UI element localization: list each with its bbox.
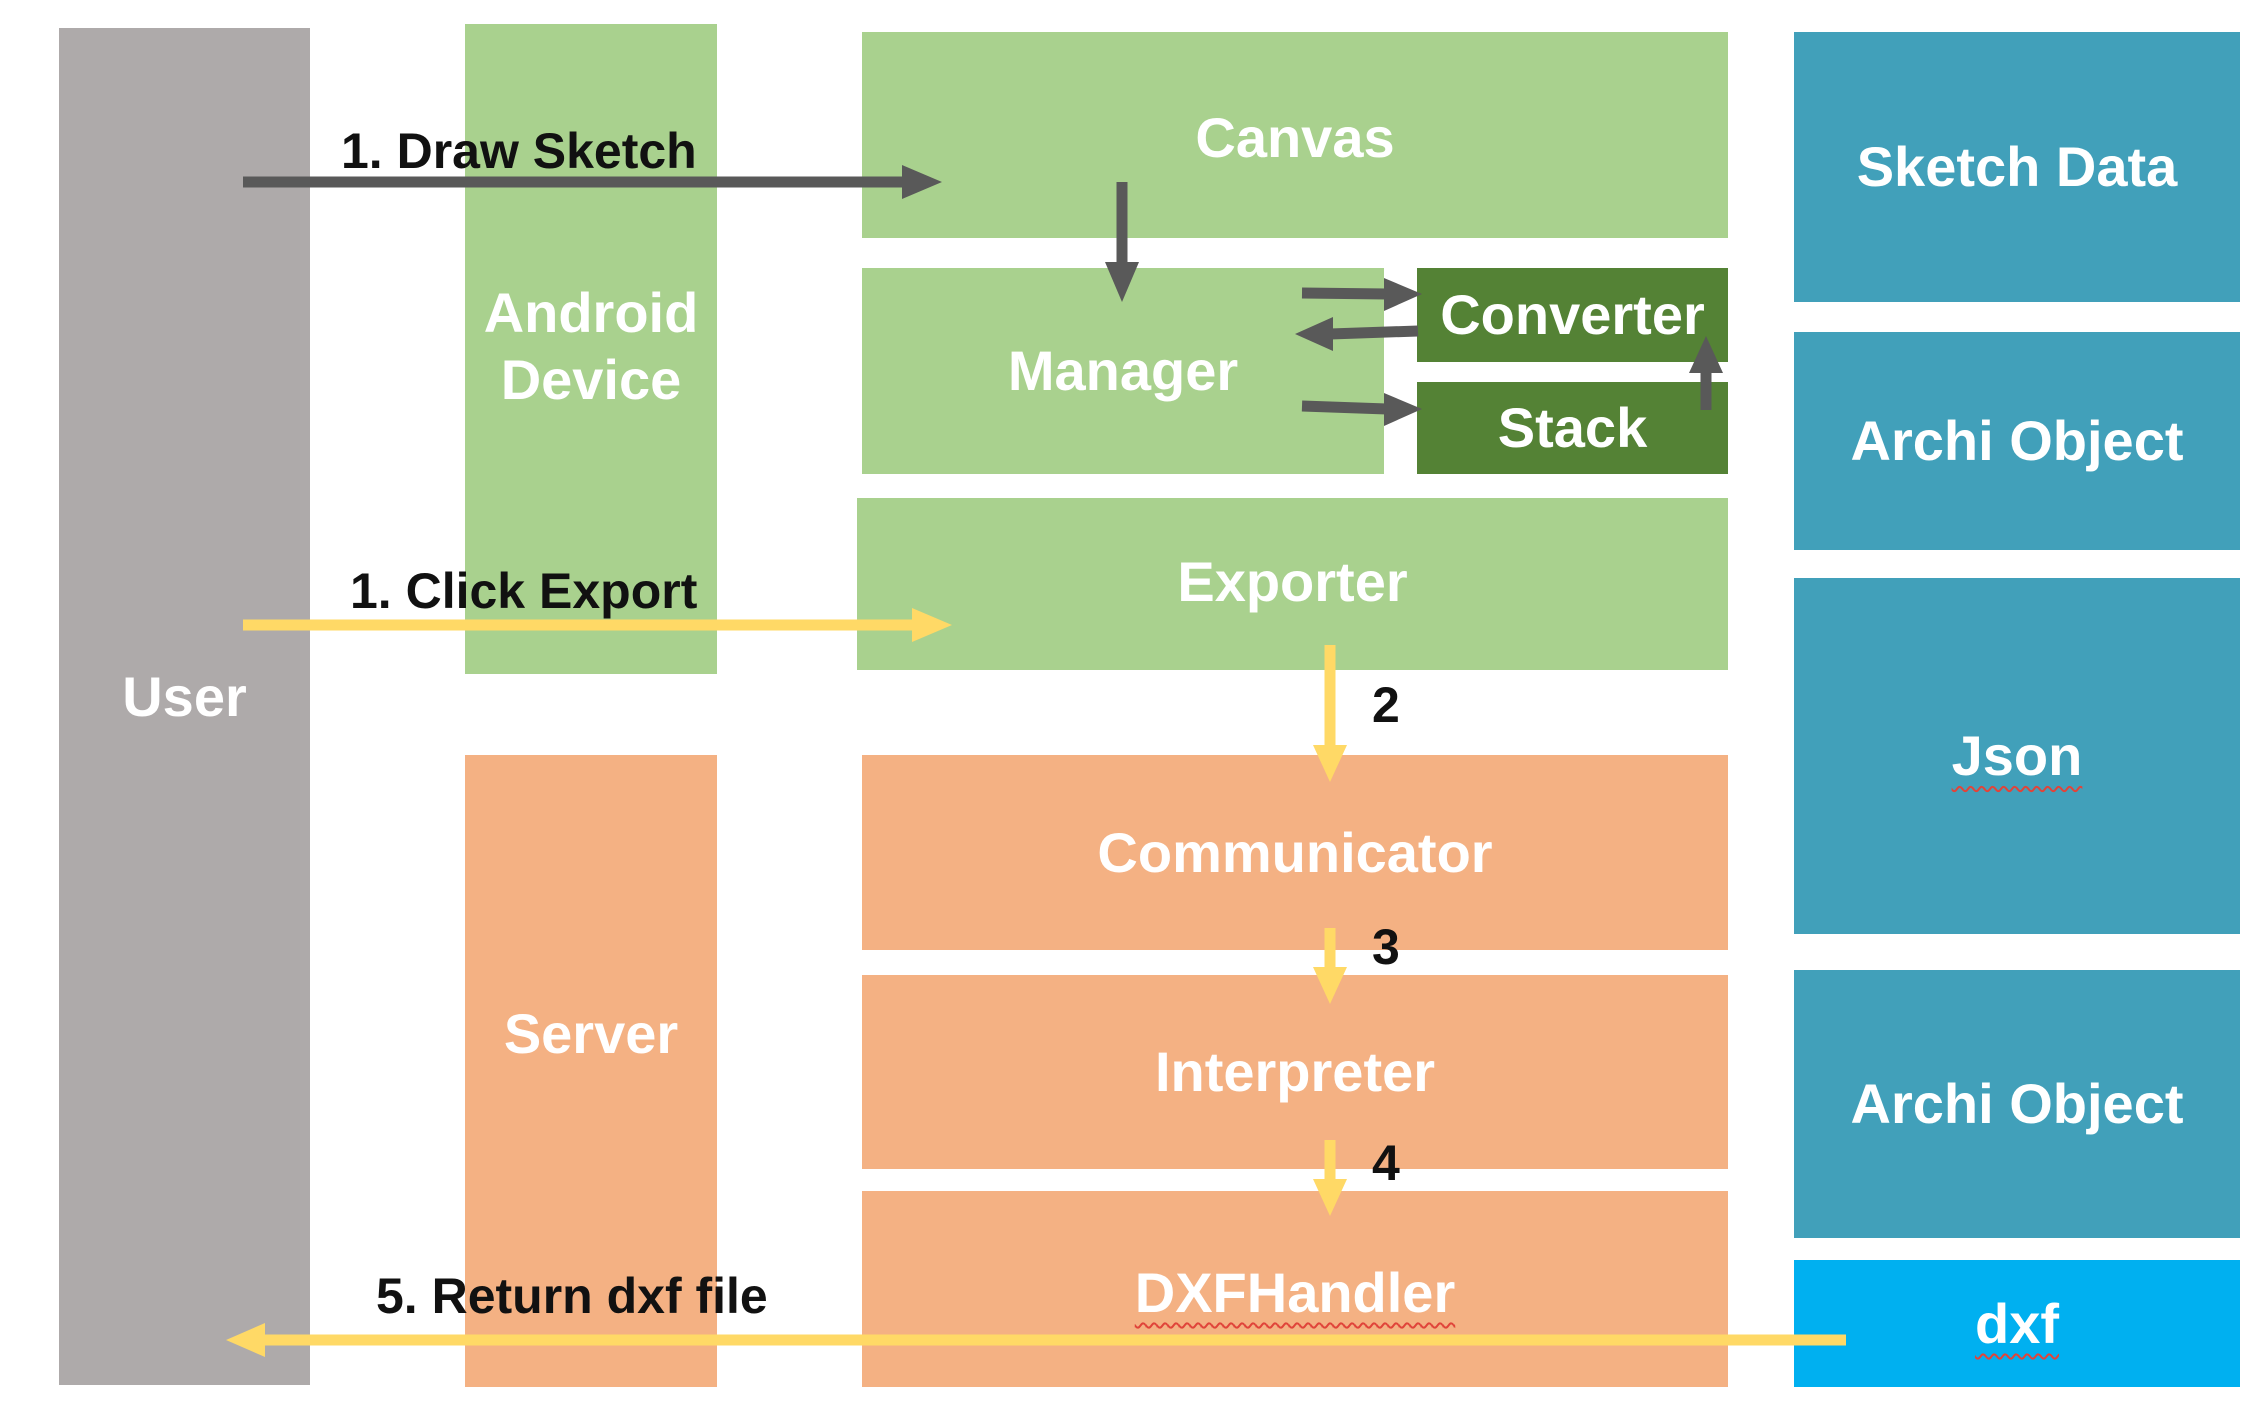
user-lane-label: User xyxy=(122,664,247,728)
archi-object-label-2: Archi Object xyxy=(1850,1072,2184,1136)
arrow-canvas-to-manager xyxy=(1105,182,1139,302)
arrow-converter-to-manager xyxy=(1295,317,1419,351)
arrow-click-export xyxy=(243,608,952,642)
arrow-interpreter-to-dxfhandler xyxy=(1313,1140,1347,1216)
server-lane: Server xyxy=(465,755,717,1387)
arrow-manager-to-stack xyxy=(1301,393,1422,426)
arrow-return-dxf xyxy=(226,1323,1846,1357)
android-device-lane: Android Device xyxy=(465,24,717,674)
archi-object-label-1: Archi Object xyxy=(1850,409,2184,473)
dxf-box: dxf xyxy=(1794,1260,2240,1387)
return-dxf-label: 5. Return dxf file xyxy=(376,1268,768,1324)
step-2-label: 2 xyxy=(1372,677,1400,733)
android-device-label: Android Device xyxy=(483,281,699,412)
sketch-data-box: Sketch Data xyxy=(1794,32,2240,302)
step-3-label: 3 xyxy=(1372,919,1400,975)
archi-object-box-2: Archi Object xyxy=(1794,970,2240,1238)
arrow-exporter-to-communicator xyxy=(1313,645,1347,782)
arrow-draw-sketch xyxy=(243,165,942,199)
archi-object-box-1: Archi Object xyxy=(1794,332,2240,550)
dxf-label: dxf xyxy=(1975,1291,2059,1355)
communicator-box: Communicator xyxy=(862,755,1728,950)
json-label: Json xyxy=(1951,724,2083,788)
converter-label: Converter xyxy=(1440,283,1705,347)
manager-box: Manager xyxy=(862,268,1384,474)
click-export-label: 1. Click Export xyxy=(350,563,698,619)
interpreter-box: Interpreter xyxy=(862,975,1728,1169)
communicator-label: Communicator xyxy=(1097,820,1493,884)
server-lane-label: Server xyxy=(503,1002,679,1065)
sketch-data-label: Sketch Data xyxy=(1856,135,2178,199)
manager-label: Manager xyxy=(1007,339,1239,403)
exporter-box: Exporter xyxy=(857,498,1728,670)
interpreter-label: Interpreter xyxy=(1154,1040,1436,1104)
stack-label: Stack xyxy=(1497,396,1648,460)
draw-sketch-label: 1. Draw Sketch xyxy=(341,123,697,179)
step-4-label: 4 xyxy=(1372,1135,1400,1191)
dxfhandler-label: DXFHandler xyxy=(1134,1261,1456,1324)
dxfhandler-box: DXFHandler xyxy=(862,1191,1728,1387)
arrow-manager-to-converter xyxy=(1301,278,1422,311)
stack-box: Stack xyxy=(1417,382,1728,474)
arrow-communicator-to-interpreter xyxy=(1313,928,1347,1004)
canvas-box: Canvas xyxy=(862,32,1728,238)
exporter-label: Exporter xyxy=(1177,550,1408,613)
json-box: Json xyxy=(1794,578,2240,934)
user-lane: User xyxy=(59,28,310,1385)
converter-box: Converter xyxy=(1417,268,1728,362)
canvas-label: Canvas xyxy=(1195,106,1395,169)
arrow-stack-to-converter xyxy=(1689,336,1723,410)
